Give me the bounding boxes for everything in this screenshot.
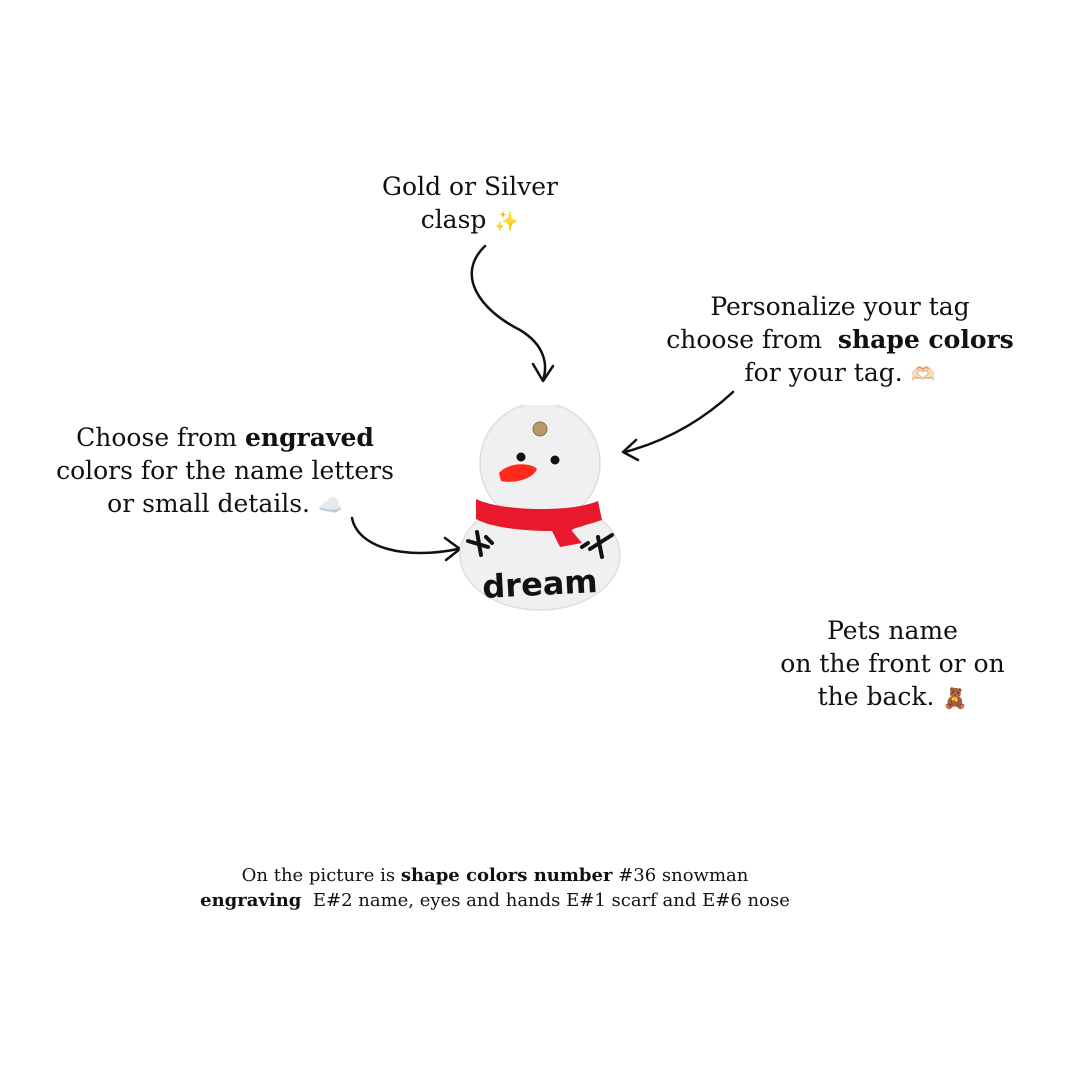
pets-note-line3: the back. <box>817 682 935 711</box>
personalize-arrow <box>623 390 735 454</box>
right-eye <box>550 455 560 465</box>
sparkles-icon: ✨ <box>494 209 520 233</box>
heart-hands-icon: 🫶🏻 <box>910 362 936 386</box>
snowman-tag-image: dream <box>459 405 621 611</box>
clasp-arrowhead <box>531 362 555 383</box>
stick-hands <box>466 530 614 559</box>
teddy-bear-icon: 🧸 <box>942 686 968 710</box>
pets-note-line1: Pets name <box>827 616 958 645</box>
caption-line1-post: #36 snowman <box>618 865 749 886</box>
pets-note: Pets name on the front or on the back. 🧸 <box>760 614 1025 715</box>
engraved-emphasis: engraved <box>244 423 374 452</box>
tag-body <box>459 405 621 611</box>
pets-note-line2: on the front or on <box>780 649 1005 678</box>
shape-colors-emphasis: shape colors <box>837 325 1014 354</box>
personalize-note: Personalize your tag choose from shape c… <box>660 290 1020 391</box>
engraved-note-line2: colors for the name letters <box>56 456 394 485</box>
clasp-arrow <box>470 244 547 382</box>
engraved-note: Choose from engraved colors for the name… <box>40 421 410 522</box>
carrot-nose <box>499 464 537 482</box>
engraved-note-line3: or small details. <box>107 489 310 518</box>
cloud-icon: ☁️ <box>317 493 343 517</box>
clasp-note: Gold or Silver clasp ✨ <box>320 170 620 238</box>
personalize-note-line1: Personalize your tag <box>710 292 970 321</box>
scarf <box>476 499 602 547</box>
caption-line2-post: E#2 name, eyes and hands E#1 scarf and E… <box>312 890 790 911</box>
engraved-arrow <box>350 516 460 555</box>
bottom-caption: On the picture is shape colors number #3… <box>140 863 850 913</box>
caption-line2-bold: engraving <box>200 890 302 911</box>
clasp-note-line2: clasp <box>420 205 487 234</box>
clasp-note-line1: Gold or Silver <box>382 172 558 201</box>
caption-line1-pre: On the picture is <box>241 865 396 886</box>
engraved-note-line1: Choose from <box>76 423 238 452</box>
left-eye <box>516 452 526 462</box>
personalize-arrowhead <box>621 438 640 462</box>
personalize-note-line2: choose from <box>666 325 822 354</box>
personalize-note-line3: for your tag. <box>744 358 903 387</box>
caption-line1-bold: shape colors number <box>400 865 613 886</box>
engraved-name-text: dream <box>481 562 598 606</box>
clasp-hole <box>532 421 548 437</box>
